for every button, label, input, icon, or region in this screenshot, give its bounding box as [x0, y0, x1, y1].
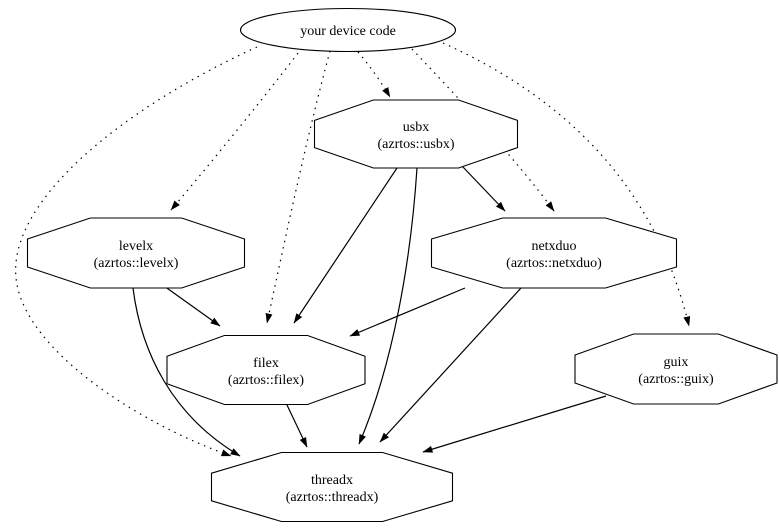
node-levelx-sublabel: (azrtos::levelx) — [94, 256, 179, 271]
edge-usbx-to-threadx — [358, 167, 418, 445]
node-device: your device code — [239, 7, 457, 53]
node-netxduo: netxduo(azrtos::netxduo) — [430, 217, 678, 289]
edge-device-to-levelx — [170, 47, 303, 211]
edge-device-to-guix — [442, 42, 691, 327]
node-guix: guix(azrtos::guix) — [574, 333, 778, 405]
nodes-layer: your device codeusbx(azrtos::usbx)levelx… — [26, 7, 778, 523]
edge-levelx-to-threadx — [132, 287, 241, 457]
node-netxduo-label: netxduo — [531, 239, 576, 254]
node-filex-sublabel: (azrtos::filex) — [228, 373, 305, 388]
node-netxduo-shape — [430, 217, 678, 289]
node-usbx-sublabel: (azrtos::usbx) — [378, 137, 455, 152]
edge-usbx-to-netxduo — [461, 165, 506, 212]
node-guix-sublabel: (azrtos::guix) — [638, 372, 714, 387]
node-levelx-shape — [26, 217, 246, 289]
edge-device-to-netxduo — [411, 48, 555, 212]
node-device-label: your device code — [300, 24, 396, 39]
node-levelx-label: levelx — [119, 239, 153, 254]
node-guix-label: guix — [664, 355, 689, 370]
edge-device-to-usbx — [357, 51, 391, 98]
edge-guix-to-threadx — [422, 395, 607, 453]
edge-filex-to-threadx — [286, 404, 308, 448]
node-threadx-sublabel: (azrtos::threadx) — [286, 490, 379, 505]
node-netxduo-sublabel: (azrtos::netxduo) — [506, 256, 602, 271]
node-filex: filex(azrtos::filex) — [166, 334, 366, 406]
node-usbx-label: usbx — [403, 120, 429, 135]
node-threadx-shape — [210, 451, 454, 523]
edges-layer — [15, 42, 691, 457]
node-usbx: usbx(azrtos::usbx) — [313, 99, 519, 169]
edge-netxduo-to-filex — [349, 287, 466, 337]
edge-netxduo-to-threadx — [379, 287, 522, 443]
node-levelx: levelx(azrtos::levelx) — [26, 217, 246, 289]
node-guix-shape — [574, 333, 778, 405]
edge-usbx-to-filex — [293, 167, 398, 324]
edge-levelx-to-filex — [163, 285, 221, 327]
node-filex-shape — [166, 334, 366, 406]
node-filex-label: filex — [253, 356, 279, 371]
node-device-shape — [239, 7, 457, 53]
node-threadx-label: threadx — [311, 473, 353, 488]
node-threadx: threadx(azrtos::threadx) — [210, 451, 454, 523]
node-usbx-shape — [313, 99, 519, 169]
